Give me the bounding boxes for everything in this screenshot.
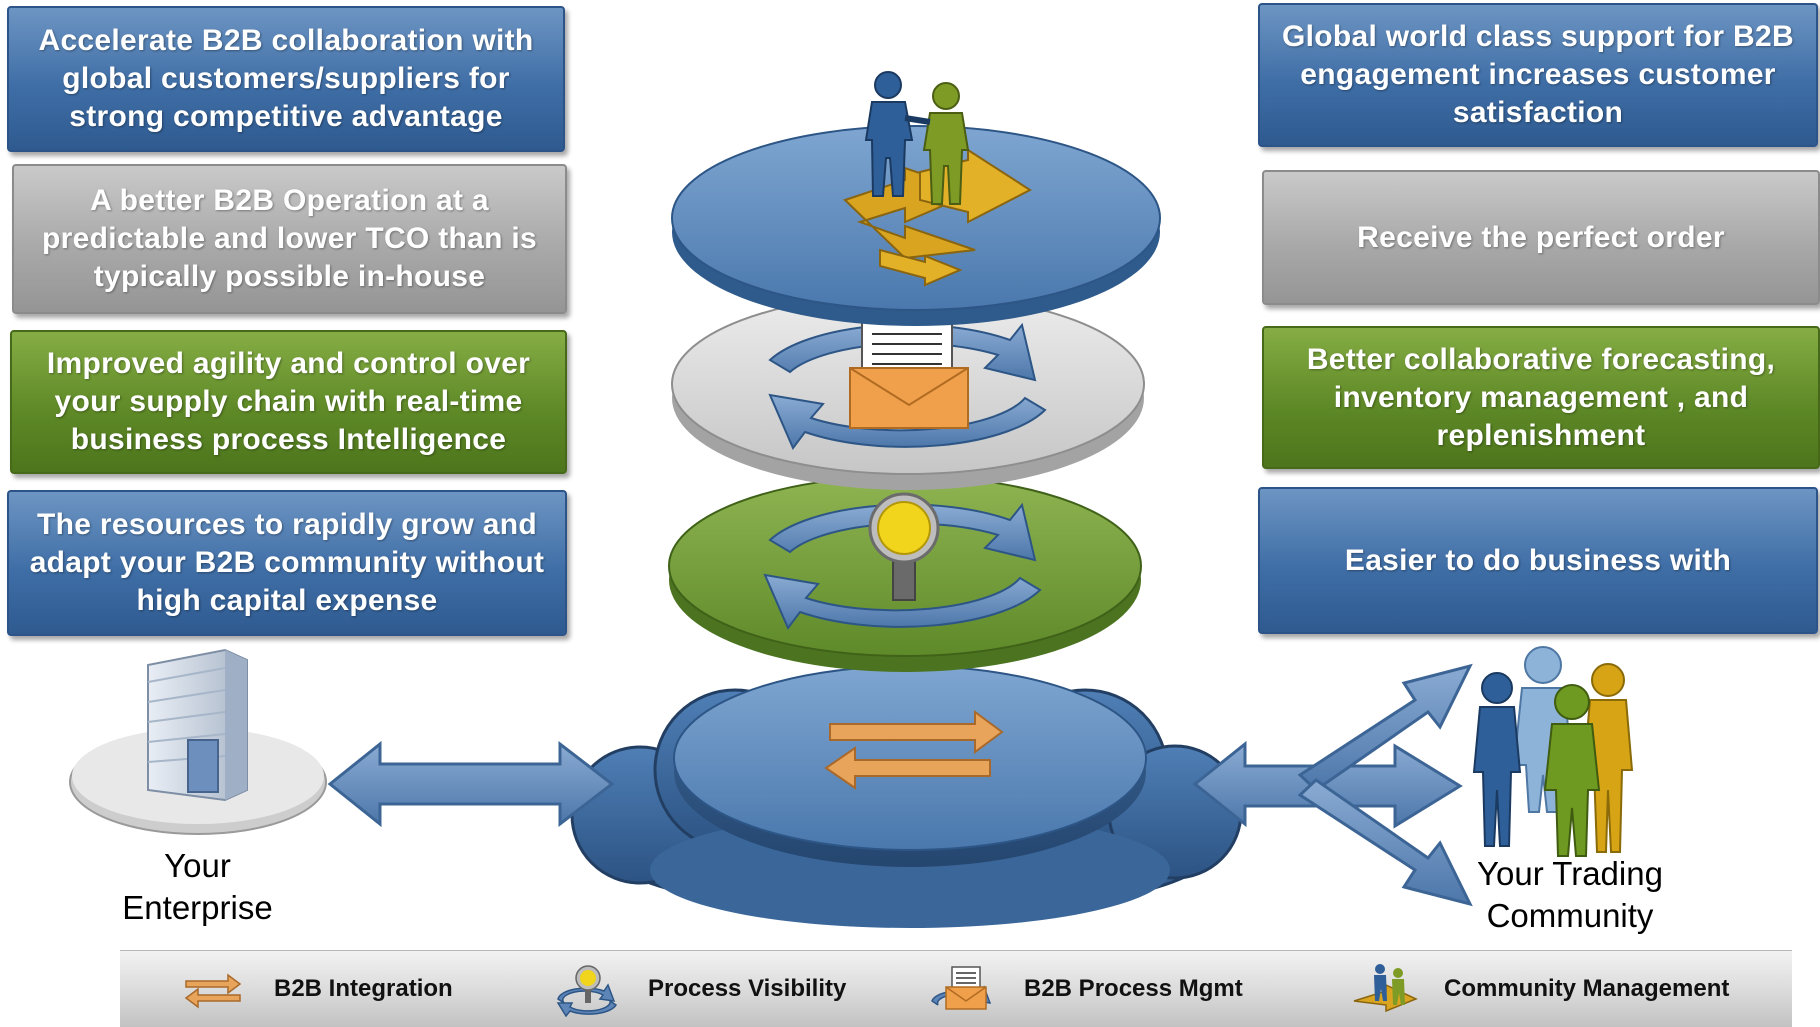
enterprise-building-icon bbox=[69, 648, 327, 835]
legend-label-process-visibility: Process Visibility bbox=[648, 975, 847, 1002]
community-mgmt-disk bbox=[671, 71, 1161, 326]
handshake-people-icon bbox=[1353, 964, 1418, 1013]
benefit-box-accelerate: Accelerate B2B collaboration with global… bbox=[7, 6, 565, 152]
trading-community-label-line2: Community bbox=[1486, 897, 1654, 934]
legend-label-process-mgmt: B2B Process Mgmt bbox=[1024, 975, 1243, 1002]
trading-community-label: Your Trading Community bbox=[1450, 853, 1690, 937]
trading-community-label-line1: Your Trading bbox=[1477, 855, 1663, 892]
enterprise-double-arrow bbox=[327, 740, 615, 828]
envelope-document-icon bbox=[931, 966, 992, 1010]
enterprise-label: Your Enterprise bbox=[100, 845, 295, 929]
legend-item-b2b-integration: B2B Integration bbox=[182, 951, 453, 1027]
integration-disk bbox=[673, 665, 1147, 867]
trading-community-people-icon bbox=[1472, 646, 1634, 857]
double-arrow-icon bbox=[184, 973, 242, 1009]
enterprise-label-line2: Enterprise bbox=[122, 889, 273, 926]
benefit-box-easier: Easier to do business with bbox=[1258, 487, 1818, 634]
process-visibility-disk bbox=[668, 475, 1142, 672]
benefit-box-perfect-order: Receive the perfect order bbox=[1262, 170, 1820, 305]
legend-item-process-visibility: Process Visibility bbox=[552, 951, 846, 1027]
benefit-box-global-support: Global world class support for B2B engag… bbox=[1258, 3, 1818, 147]
legend-bar: B2B Integration Process Visibility B2B P… bbox=[120, 950, 1792, 1027]
benefit-box-forecasting: Better collaborative forecasting, invent… bbox=[1262, 326, 1820, 469]
legend-label-community-mgmt: Community Management bbox=[1444, 975, 1730, 1002]
enterprise-label-line1: Your bbox=[164, 847, 231, 884]
magnifier-cycle-icon bbox=[556, 965, 618, 1017]
community-arrows bbox=[1192, 663, 1473, 907]
benefit-box-resources: The resources to rapidly grow and adapt … bbox=[7, 490, 567, 636]
benefit-box-lower-tco: A better B2B Operation at a predictable … bbox=[12, 164, 567, 314]
legend-item-process-mgmt: B2B Process Mgmt bbox=[928, 951, 1243, 1027]
benefit-box-agility: Improved agility and control over your s… bbox=[10, 330, 567, 474]
legend-item-community-mgmt: Community Management bbox=[1350, 951, 1729, 1027]
legend-label-b2b-integration: B2B Integration bbox=[274, 975, 453, 1002]
